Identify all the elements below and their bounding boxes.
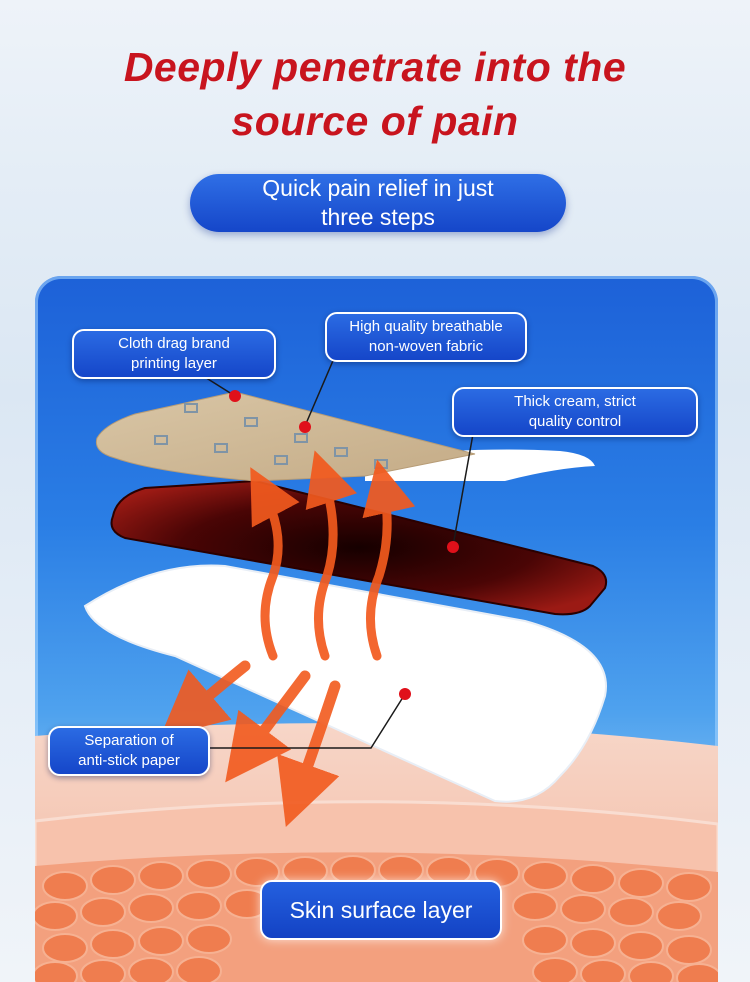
label-paper-line-2: anti-stick paper bbox=[78, 752, 180, 769]
layers-panel bbox=[35, 276, 718, 982]
cream-marker bbox=[447, 541, 459, 553]
subtitle-line-1: Quick pain relief in just bbox=[262, 175, 494, 201]
subtitle-line-2: three steps bbox=[321, 204, 435, 230]
title-line-1: Deeply penetrate into the bbox=[123, 44, 627, 90]
marker-dots bbox=[229, 390, 459, 700]
label-thick-cream: Thick cream, strict quality control bbox=[452, 387, 698, 437]
subtitle-pill: Quick pain relief in just three steps bbox=[190, 174, 566, 232]
label-fabric-line-2: non-woven fabric bbox=[368, 338, 484, 355]
label-anti-stick-paper: Separation of anti-stick paper bbox=[48, 726, 210, 776]
label-cloth-line-1: Cloth drag brand bbox=[118, 335, 230, 352]
heat-arrows-up bbox=[250, 450, 416, 661]
cloth-printing-layer bbox=[95, 391, 476, 482]
label-cream-line-2: quality control bbox=[528, 413, 622, 430]
label-paper-line-1: Separation of bbox=[84, 732, 174, 749]
label-breathable-fabric: High quality breathable non-woven fabric bbox=[325, 312, 527, 362]
page-title: Deeply penetrate into the source of pain bbox=[0, 40, 750, 148]
skin-cells bbox=[35, 855, 718, 982]
label-cloth-printing-layer: Cloth drag brand printing layer bbox=[72, 329, 276, 379]
label-cream-line-1: Thick cream, strict bbox=[514, 393, 636, 410]
title-line-2: source of pain bbox=[231, 98, 519, 144]
leader-lines bbox=[199, 355, 474, 749]
layers-illustration bbox=[35, 355, 718, 982]
cream-layer bbox=[110, 479, 608, 616]
paper-marker bbox=[399, 688, 411, 700]
label-fabric-line-1: High quality breathable bbox=[349, 318, 503, 335]
label-cloth-line-2: printing layer bbox=[131, 355, 217, 372]
cloth-marker bbox=[229, 390, 241, 402]
anti-stick-paper bbox=[83, 564, 607, 803]
fabric-marker bbox=[299, 421, 311, 433]
label-skin-surface-layer: Skin surface layer bbox=[260, 880, 502, 940]
